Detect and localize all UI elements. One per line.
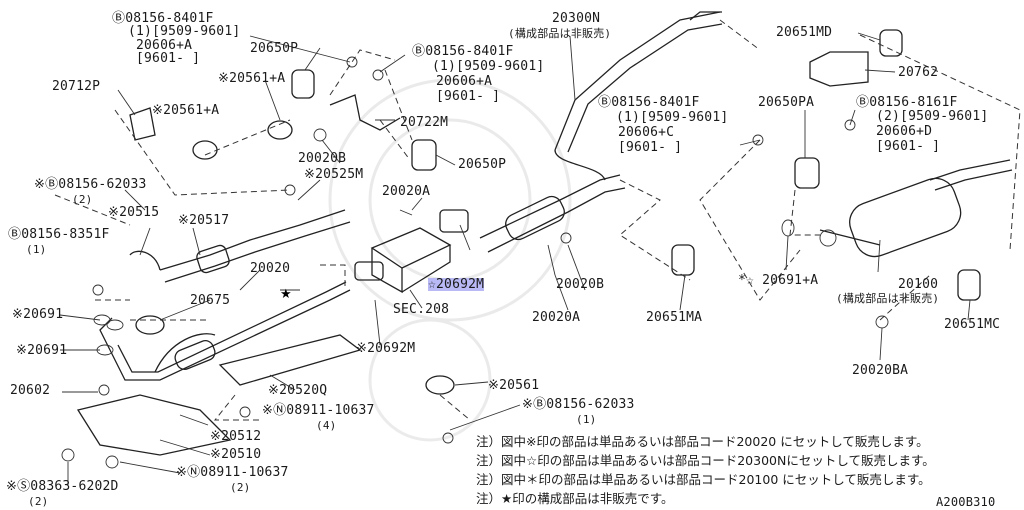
- label-20512[interactable]: ※20512: [210, 429, 262, 444]
- label-bolt-62033-left-qty: (2): [72, 193, 93, 206]
- label-20606a-mid[interactable]: 20606+A: [436, 74, 493, 89]
- label-nut-10637-b-qty: (2): [230, 481, 251, 494]
- label-screw-6202d[interactable]: ※Ⓢ08363-6202D: [6, 479, 119, 494]
- label-20020ba[interactable]: 20020BA: [852, 363, 909, 378]
- label-20691a[interactable]: *☆ 20691+A: [738, 273, 819, 288]
- label-bolt-62033-b-qty: (1): [576, 413, 597, 426]
- label-not-sold-20300n: (構成部品は非販売): [508, 27, 612, 40]
- bracket-20712p[interactable]: [129, 107, 156, 141]
- muffler-20100[interactable]: [819, 159, 1013, 262]
- clamp-20561a[interactable]: [135, 120, 455, 395]
- label-not-sold-20100: (構成部品は非販売): [836, 292, 940, 305]
- note-2: 注）図中☆印の部品は単品あるいは部品コード20300Nにセットして販売します。: [476, 453, 935, 468]
- label-20517[interactable]: ※20517: [178, 213, 230, 228]
- label-20300n[interactable]: 20300N: [552, 11, 601, 26]
- label-bolt-8351f[interactable]: Ⓑ08156-8351F: [8, 227, 110, 242]
- label-20691-b[interactable]: ※20691: [16, 343, 68, 358]
- label-20712p[interactable]: 20712P: [52, 79, 101, 94]
- hanger-20651md[interactable]: [879, 29, 903, 57]
- label-20561a-left[interactable]: ※20561+A: [152, 103, 220, 118]
- hanger-20650p-top[interactable]: [291, 69, 315, 99]
- hanger-20651mc[interactable]: [957, 269, 981, 301]
- label-20020b-left[interactable]: 20020B: [298, 151, 347, 166]
- label-bolt-62033-left[interactable]: ※Ⓑ08156-62033: [34, 177, 147, 192]
- label-20525m[interactable]: ※20525M: [304, 167, 364, 182]
- label-bolt-8351f-qty: (1): [26, 243, 47, 256]
- label-bolt-62033-b[interactable]: ※Ⓑ08156-62033: [522, 397, 635, 412]
- label-20515[interactable]: ※20515: [108, 205, 160, 220]
- label-20650p-mid[interactable]: 20650P: [458, 157, 507, 172]
- label-20651md[interactable]: 20651MD: [776, 25, 833, 40]
- center-pipe-20300n[interactable]: [479, 11, 723, 253]
- label-20520q[interactable]: ※20520Q: [268, 383, 328, 398]
- label-20602[interactable]: 20602: [10, 383, 51, 398]
- label-nut-10637-a[interactable]: ※Ⓝ08911-10637: [262, 403, 375, 418]
- bracket-20722m[interactable]: [329, 94, 401, 131]
- label-screw-6202d-qty: (2): [28, 495, 49, 508]
- not-sold-star-icon: ★: [280, 287, 292, 302]
- label-20100[interactable]: 20100: [898, 277, 939, 292]
- label-20722m[interactable]: 20722M: [400, 115, 449, 130]
- label-20650pa[interactable]: 20650PA: [758, 95, 815, 110]
- label-20606a-top[interactable]: 20606+A: [136, 38, 193, 53]
- label-bolt-8161f-qty: (2)[9509-9601]: [876, 109, 989, 124]
- label-20675[interactable]: 20675: [190, 293, 231, 308]
- label-20692m-selected[interactable]: ☆20692M: [428, 277, 485, 292]
- note-3: 注）図中＊印の部品は単品あるいは部品コード20100 にセットして販売します。: [476, 472, 931, 487]
- note-4: 注）★印の構成部品は非販売です。: [476, 491, 674, 506]
- label-20651mc[interactable]: 20651MC: [944, 317, 1001, 332]
- label-20691-a[interactable]: ※20691: [12, 307, 64, 322]
- hanger-20650p-mid[interactable]: [411, 139, 437, 171]
- figure-id: A200B310: [936, 495, 996, 509]
- label-20561a-top[interactable]: ※20561+A: [218, 71, 286, 86]
- under-cover-20510: [76, 394, 232, 456]
- label-20606c[interactable]: 20606+C: [618, 125, 675, 140]
- label-20606a-top-range: [9601- ]: [136, 51, 201, 66]
- label-bolt-8401f-top[interactable]: Ⓑ08156-8401F: [112, 11, 214, 26]
- note-1: 注）図中※印の部品は単品あるいは部品コード20020 にセットして販売します。: [476, 434, 929, 449]
- label-20606d-range: [9601- ]: [876, 139, 941, 154]
- hanger-20650pa[interactable]: [794, 157, 820, 189]
- catalytic-converter[interactable]: [354, 209, 469, 294]
- heat-shield-20520q: [218, 334, 362, 386]
- label-20606c-range: [9601- ]: [618, 140, 683, 155]
- label-20692m[interactable]: ※20692M: [356, 341, 416, 356]
- callout-lines: [59, 32, 971, 485]
- label-20020a-mid[interactable]: 20020A: [532, 310, 581, 325]
- leader-lines: [54, 19, 1021, 421]
- front-pipe-20020[interactable]: [99, 281, 351, 381]
- label-bolt-8401f-top-qty: (1)[9509-9601]: [128, 24, 241, 39]
- label-20651ma[interactable]: 20651MA: [646, 310, 703, 325]
- label-nut-10637-a-qty: (4): [316, 419, 337, 432]
- label-20020[interactable]: 20020: [250, 261, 291, 276]
- label-bolt-8161f[interactable]: Ⓑ08156-8161F: [856, 95, 958, 110]
- label-20561[interactable]: ※20561: [488, 378, 540, 393]
- front-pipe-upper[interactable]: [129, 209, 351, 283]
- label-nut-10637-b[interactable]: ※Ⓝ08911-10637: [176, 465, 289, 480]
- label-20762[interactable]: 20762: [898, 65, 939, 80]
- label-20650p-top[interactable]: 20650P: [250, 41, 299, 56]
- label-bolt-8401f-right-qty: (1)[9509-9601]: [616, 110, 729, 125]
- bracket-20762[interactable]: [809, 51, 869, 87]
- label-bolt-8401f-right[interactable]: Ⓑ08156-8401F: [598, 95, 700, 110]
- label-20510[interactable]: ※20510: [210, 447, 262, 462]
- label-bolt-8401f-mid[interactable]: Ⓑ08156-8401F: [412, 44, 514, 59]
- label-20020b-mid[interactable]: 20020B: [556, 277, 605, 292]
- label-sec208[interactable]: SEC.208: [393, 302, 450, 317]
- label-20606d[interactable]: 20606+D: [876, 124, 933, 139]
- label-20020a-top[interactable]: 20020A: [382, 184, 431, 199]
- label-20606a-mid-range: [9601- ]: [436, 89, 501, 104]
- label-bolt-8401f-mid-qty: (1)[9509-9601]: [432, 59, 545, 74]
